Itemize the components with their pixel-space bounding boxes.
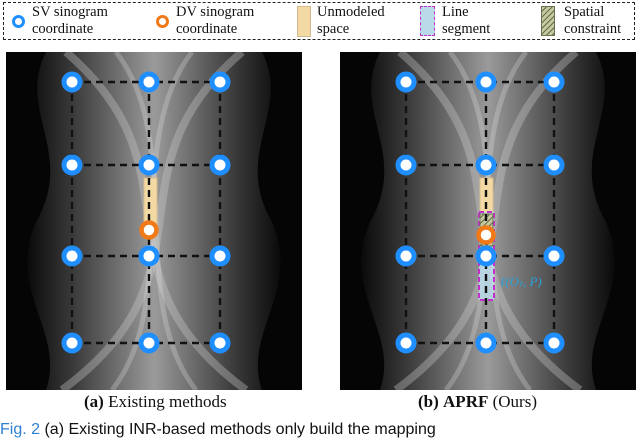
- sv-coordinate: [61, 71, 83, 93]
- sv-coordinate: [475, 71, 497, 93]
- sv-coordinate: [543, 154, 565, 176]
- panel-aprf: ℓ(Oₜ, P): [340, 52, 636, 390]
- sinogram-panel-a: [6, 52, 302, 390]
- spatial-constraint-legend-icon: [541, 6, 555, 36]
- unmodeled-space-legend-icon: [297, 6, 311, 37]
- sv-coordinate: [209, 154, 231, 176]
- sv-coordinate: [543, 71, 565, 93]
- sv-coordinate: [61, 154, 83, 176]
- sv-coordinate: [138, 71, 160, 93]
- sv-coordinate: [395, 332, 417, 354]
- sv-coordinate: [543, 245, 565, 267]
- sv-coordinate: [61, 245, 83, 267]
- sv-coordinate: [61, 332, 83, 354]
- sv-coordinates: [395, 71, 565, 354]
- sv-coordinate: [209, 245, 231, 267]
- caption-b: (b) APRF (Ours): [418, 392, 537, 411]
- sv-coordinate: [543, 332, 565, 354]
- figure-caption-line: Fig. 2 (a) Existing INR-based methods on…: [0, 421, 436, 438]
- sv-coordinate: [395, 154, 417, 176]
- sv-coordinate: [475, 245, 497, 267]
- sv-coordinate: [395, 71, 417, 93]
- panel-existing-methods: [6, 52, 302, 390]
- sv-coordinate: [475, 332, 497, 354]
- caption-a: (a) Existing methods: [84, 392, 227, 411]
- sv-coordinate: [138, 154, 160, 176]
- sv-coordinate: [395, 245, 417, 267]
- dv-coordinate-legend-icon: [156, 15, 169, 28]
- sv-coordinate: [138, 245, 160, 267]
- sv-coordinate: [209, 332, 231, 354]
- sv-coordinate: [475, 154, 497, 176]
- dv-coordinate: [139, 220, 159, 240]
- line-segment-legend-icon: [420, 6, 435, 36]
- sv-coordinate: [209, 71, 231, 93]
- sv-coordinates: [61, 71, 231, 354]
- dv-coordinate: [476, 225, 496, 245]
- sinogram-panel-b: ℓ(Oₜ, P): [340, 52, 636, 390]
- line-segment-label: ℓ(Oₜ, P): [500, 274, 542, 289]
- sv-coordinate: [138, 332, 160, 354]
- sv-coordinate-legend-icon: [12, 15, 25, 28]
